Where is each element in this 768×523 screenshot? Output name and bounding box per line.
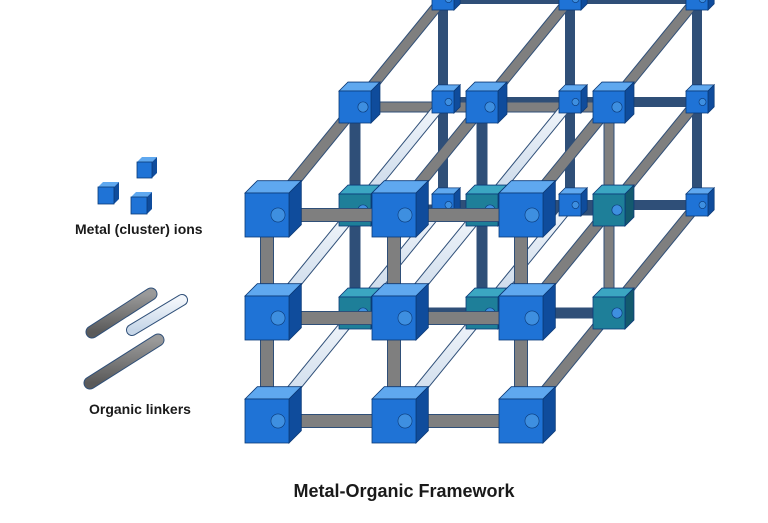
diagram-title: Metal-Organic Framework <box>293 481 515 501</box>
metal-ions-label: Metal (cluster) ions <box>75 221 203 237</box>
linker-rod-icon <box>83 287 188 390</box>
metal-cube-icon <box>97 157 157 215</box>
organic-linkers-label: Organic linkers <box>89 401 191 417</box>
